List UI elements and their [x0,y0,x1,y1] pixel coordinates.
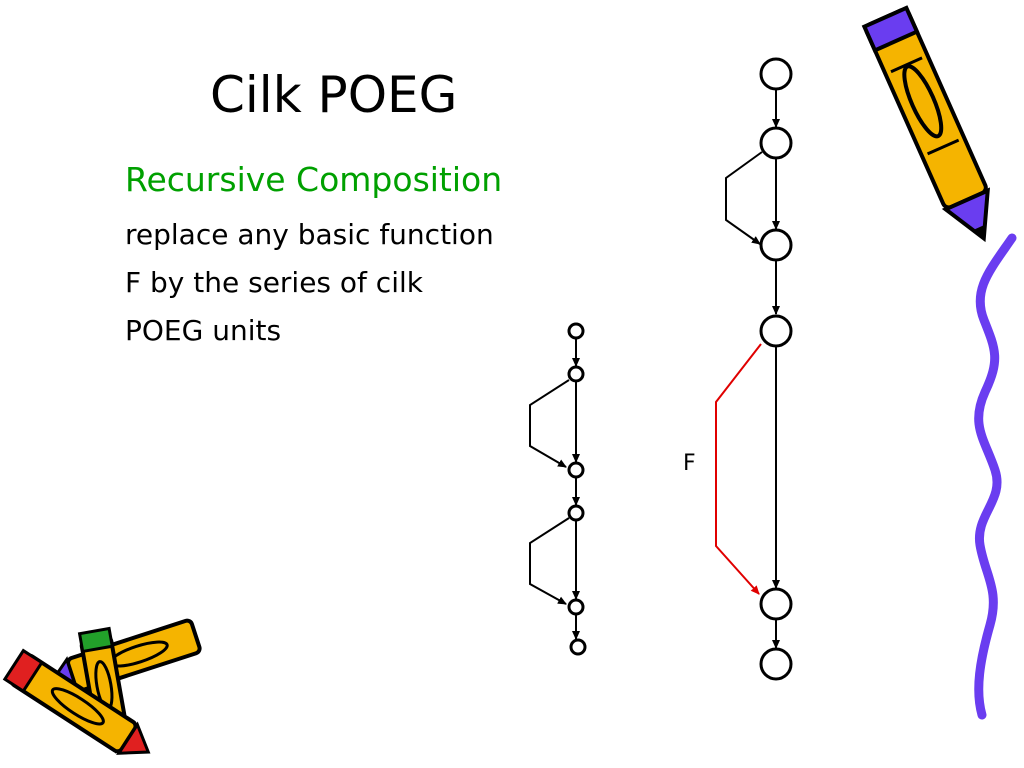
node [759,126,793,160]
node [567,322,585,340]
function-label: F [683,451,696,476]
node [567,461,585,479]
slide-title: Cilk POEG [210,66,458,124]
body-line-2: F by the series of cilk [125,266,423,299]
node [759,587,793,621]
node [567,504,585,522]
pencils-icon [2,618,202,755]
body-line-3: POEG units [125,314,282,347]
pencil-icon [861,5,990,243]
slide-subtitle: Recursive Composition [125,160,503,199]
node [569,638,587,656]
right-poeg-diagram [725,90,780,649]
function-f-edge [715,343,762,595]
node [567,365,585,383]
spawn-edge [529,517,570,605]
node [759,647,793,681]
squiggle-border [974,233,1017,720]
node [759,57,793,91]
body-line-1: replace any basic function [125,218,494,251]
node [759,228,793,262]
right-poeg-nodes [759,57,793,681]
left-poeg-diagram [529,339,580,640]
spawn-edge [529,379,570,468]
node [759,314,793,348]
node [567,598,585,616]
left-poeg-nodes [567,322,587,656]
spawn-edge [725,151,763,245]
